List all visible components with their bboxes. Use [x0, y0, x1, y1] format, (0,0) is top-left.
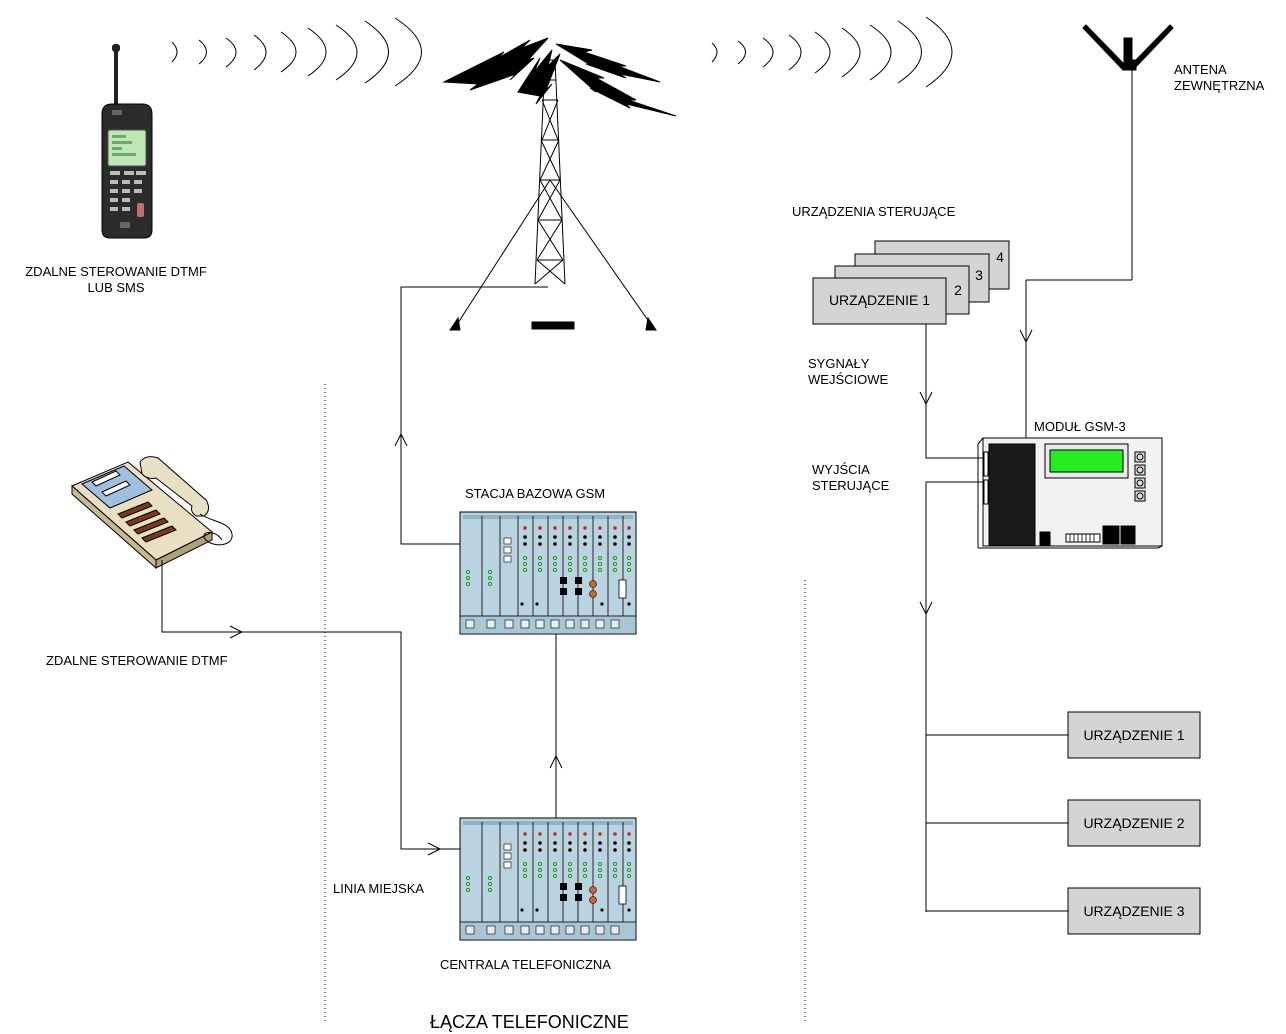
gsm-module-label: MODUŁ GSM-3 — [1034, 419, 1126, 434]
antenna-line2: ZEWNĘTRZNA — [1174, 78, 1265, 93]
input-signals-label: SYGNAŁY WEJŚCIOWE — [808, 356, 888, 388]
exchange-label: CENTRALA TELEFONICZNA — [440, 957, 611, 972]
control-devices-label: URZĄDZENIA STERUJĄCE — [792, 204, 956, 219]
output-device-1-label: URZĄDZENIE 1 — [1083, 727, 1185, 743]
output-device-3-label: URZĄDZENIE 3 — [1083, 903, 1185, 919]
output-device-2-label: URZĄDZENIE 2 — [1083, 815, 1185, 831]
control-outputs-label: WYJŚCIA STERUJĄCE — [812, 462, 889, 494]
remote-dtmf-sms-line1: ZDALNE STEROWANIE DTMF — [25, 264, 207, 279]
remote-dtmf-sms-label: ZDALNE STEROWANIE DTMF LUB SMS — [0, 264, 232, 296]
antenna-icon — [1019, 24, 1174, 446]
radio-waves-right — [711, 16, 953, 88]
output-device-boxes — [1067, 711, 1201, 935]
telephone-lines-label: ŁĄCZA TELEFONICZNE — [430, 1012, 629, 1032]
control-outputs-line1: WYJŚCIA — [812, 462, 870, 477]
remote-dtmf-label: ZDALNE STEROWANIE DTMF — [46, 653, 228, 668]
gsm-module-icon — [977, 437, 1163, 549]
antenna-line1: ANTENA — [1174, 62, 1227, 77]
connection-lines — [161, 286, 1068, 912]
input-devices-stack — [812, 240, 1010, 325]
input-signals-line2: WEJŚCIOWE — [808, 372, 889, 387]
input-signals-line1: SYGNAŁY — [808, 356, 870, 371]
input-device-2-number: 2 — [954, 282, 962, 298]
exchange-rack-icon — [459, 817, 637, 941]
separator-lines — [324, 384, 806, 1022]
gsm-tower-icon — [449, 59, 657, 331]
input-device-1-label: URZĄDZENIE 1 — [828, 292, 931, 308]
input-device-4-number: 4 — [996, 249, 1004, 265]
input-device-3-number: 3 — [975, 267, 983, 283]
desk-phone-icon — [71, 456, 233, 570]
control-outputs-line2: STERUJĄCE — [812, 478, 890, 493]
city-line-label: LINIA MIEJSKA — [333, 881, 425, 896]
signal-bolts-icon — [442, 37, 677, 117]
remote-dtmf-sms-line2: LUB SMS — [87, 280, 145, 295]
radio-waves-left — [171, 17, 422, 87]
base-station-rack-icon — [459, 511, 637, 635]
antenna-label: ANTENA ZEWNĘTRZNA — [1174, 62, 1264, 94]
base-station-label: STACJA BAZOWA GSM — [465, 486, 606, 501]
mobile-phone-icon — [101, 44, 153, 239]
